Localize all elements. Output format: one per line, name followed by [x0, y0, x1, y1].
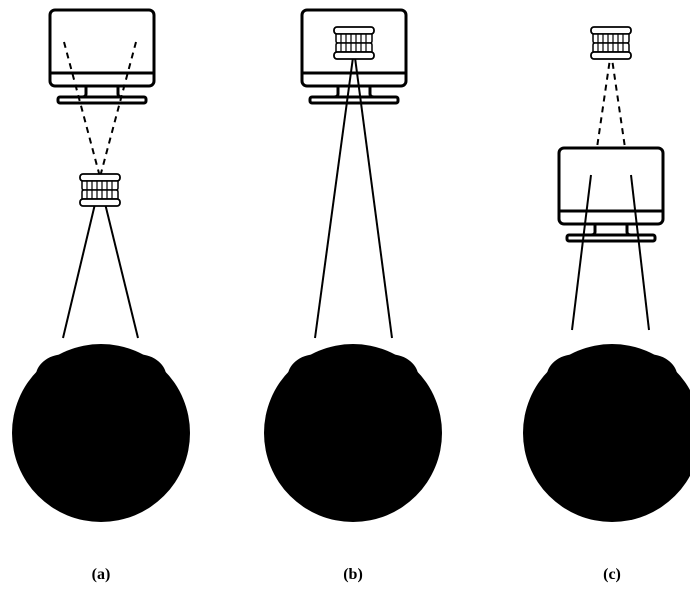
solid-sight-lines [62, 182, 139, 339]
head-icon [12, 344, 190, 522]
panel-b-label: (b) [343, 566, 363, 583]
teeth-icon [333, 26, 375, 60]
head-icon [523, 344, 690, 522]
teeth-icon [590, 26, 632, 60]
head-icon [264, 344, 442, 522]
monitor-icon [557, 146, 665, 243]
panel-a [12, 8, 190, 522]
panel-b [264, 8, 442, 522]
teeth-icon [79, 173, 121, 207]
dashed-sight-lines [63, 41, 137, 178]
panel-a-label: (a) [91, 566, 111, 583]
monitor-icon [48, 8, 156, 105]
panel-c-label: (c) [603, 566, 621, 583]
solid-sight-lines [571, 174, 650, 331]
solid-sight-lines [314, 49, 393, 339]
panel-c [523, 26, 690, 522]
